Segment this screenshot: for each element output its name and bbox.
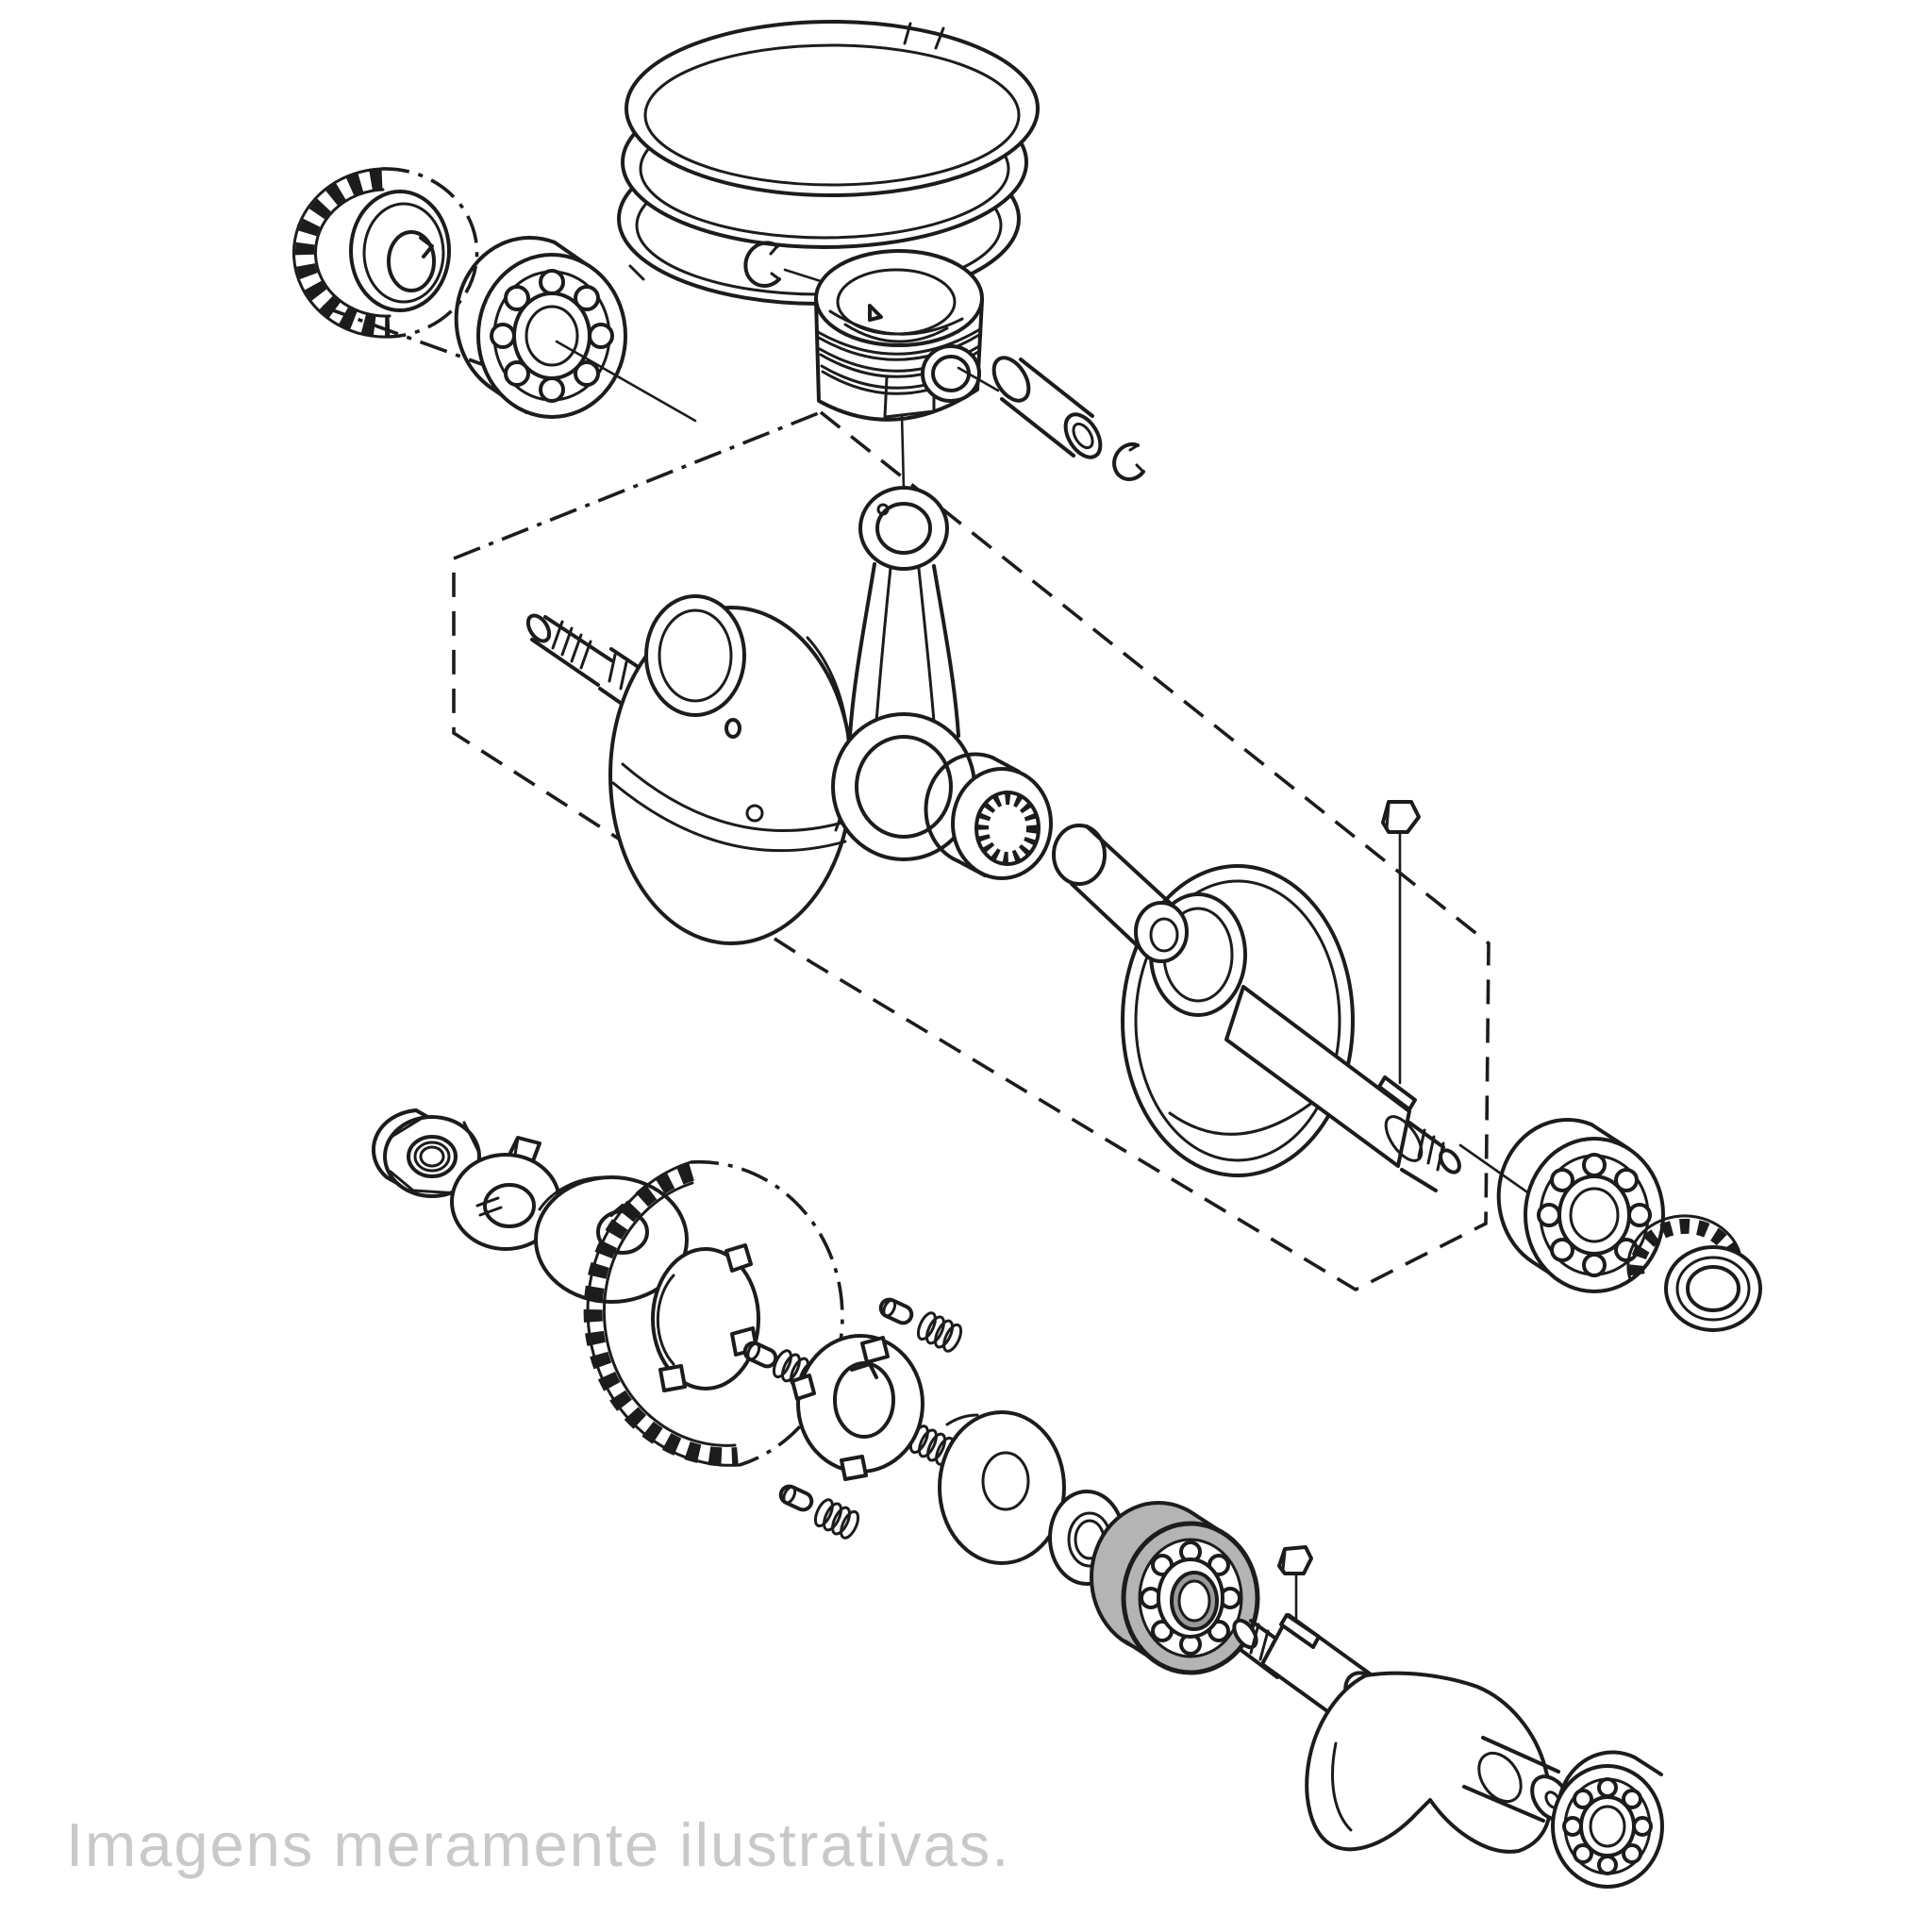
woodruff-key-balancer <box>1277 1545 1313 1640</box>
crankshaft-nut <box>371 1108 481 1198</box>
piston-ring-top <box>625 20 1040 197</box>
one-way-clutch-hub <box>791 1334 924 1481</box>
crank-pin <box>1052 824 1189 963</box>
spring-washer-large <box>938 1410 1066 1565</box>
lock-washer <box>450 1136 561 1251</box>
balancer-bearing-highlighted <box>1090 1501 1260 1675</box>
woodruff-key-crankshaft <box>1381 800 1421 1085</box>
bearing-balls <box>490 269 614 403</box>
axis-centerline <box>322 305 501 373</box>
crankcase-reference-outline <box>452 410 1491 1292</box>
big-end-needle-bearing <box>924 752 1053 880</box>
crankshaft-left-half <box>525 594 854 945</box>
piston <box>814 249 984 491</box>
balancer-shaft <box>1232 1613 1572 1854</box>
timing-sprocket <box>1626 1214 1762 1332</box>
piston-pin-clip-right <box>1112 441 1145 481</box>
cam-chain-sprocket <box>291 167 479 339</box>
bearing-balls <box>1562 1777 1653 1875</box>
bearing-balls <box>1140 1541 1241 1656</box>
bearing-balls <box>1537 1153 1652 1277</box>
piston-pin <box>957 356 1103 459</box>
main-bearing-left <box>454 235 697 423</box>
balancer-bearing-end <box>1551 1750 1664 1889</box>
connecting-rod <box>831 486 976 861</box>
watermark-text: Imagens meramente ilustrativas. <box>66 1810 1011 1879</box>
primary-drive-gear <box>583 1159 844 1467</box>
